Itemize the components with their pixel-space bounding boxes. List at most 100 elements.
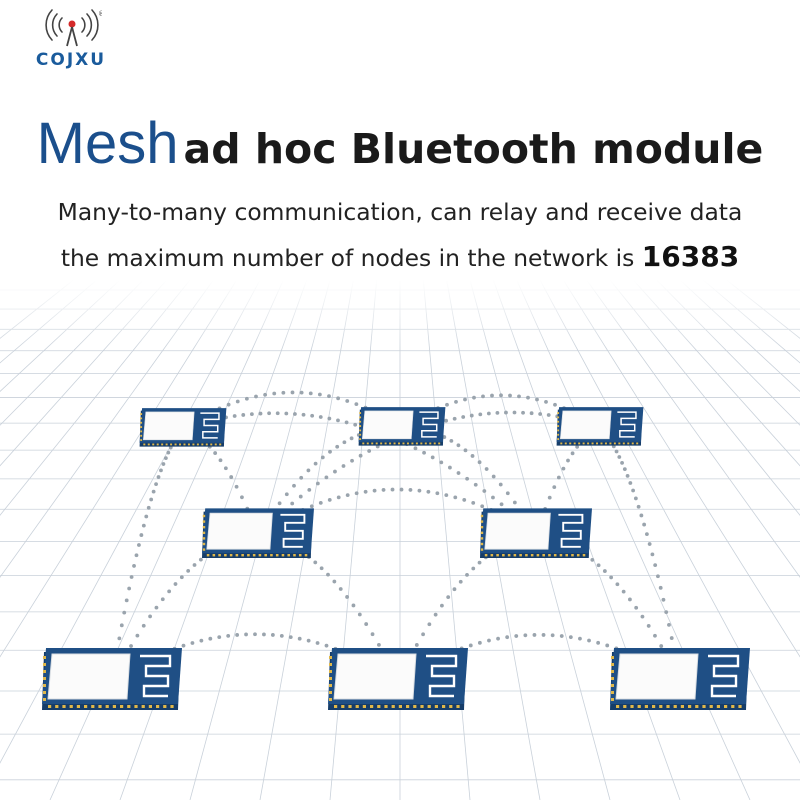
module-pad [411, 442, 414, 445]
link-dot [244, 632, 248, 637]
link-dot [293, 412, 297, 416]
module-pad [530, 554, 534, 557]
module-pad [141, 705, 145, 708]
link-dot [326, 572, 330, 577]
module-pad [355, 705, 359, 708]
link-dot [358, 453, 363, 458]
module-pad [48, 705, 52, 708]
link-dot [417, 488, 422, 493]
link-dot [135, 633, 140, 638]
link-dot [299, 475, 304, 480]
module-pad [571, 554, 574, 557]
link-dot [307, 488, 312, 492]
module-pad [140, 417, 143, 420]
module-pad [618, 442, 621, 445]
module-pad [112, 705, 116, 708]
antenna-icon [419, 411, 439, 438]
link-dot [647, 542, 652, 546]
module-pad [212, 554, 216, 557]
link-dot [262, 632, 266, 637]
link-dot [408, 488, 413, 492]
module-pad [449, 705, 453, 708]
link-dot [456, 471, 461, 475]
link-dot [132, 564, 136, 568]
bluetooth-modules [42, 407, 750, 710]
link-dot [435, 491, 440, 496]
link-dot [232, 414, 237, 418]
link-dot [154, 482, 158, 487]
link-dot [625, 473, 630, 478]
link-dot [559, 634, 564, 638]
link-dot [151, 489, 156, 494]
module-pad [636, 442, 639, 445]
module-pad [398, 705, 402, 708]
link-dot [478, 412, 483, 417]
link-dot [669, 636, 674, 640]
link-dot [134, 553, 139, 558]
module-pad [127, 705, 131, 708]
module-pad [738, 705, 742, 708]
link-dot [349, 436, 354, 441]
link-dot [328, 449, 332, 454]
bluetooth-module [139, 408, 227, 447]
bluetooth-module [556, 407, 644, 446]
link-dot [336, 495, 341, 500]
link-dot [318, 415, 323, 419]
module-pad [666, 705, 670, 708]
bluetooth-module [610, 648, 750, 710]
link-dot [146, 505, 151, 510]
link-dot [324, 475, 329, 480]
module-pad [329, 663, 332, 666]
module-pad [210, 443, 213, 446]
headline-highlight: Mesh [36, 111, 179, 176]
link-dot [263, 392, 268, 397]
link-dot [166, 450, 171, 455]
module-pad [377, 705, 381, 708]
link-dot [596, 563, 601, 568]
module-shield [142, 411, 195, 441]
link-dot [363, 489, 368, 494]
module-pad [147, 443, 150, 446]
module-pad [270, 554, 273, 557]
module-pad [490, 554, 494, 557]
link-dot [465, 476, 470, 481]
module-pad [427, 705, 431, 708]
module-pad [76, 705, 80, 708]
module-pad [163, 705, 167, 708]
module-pad [140, 413, 143, 415]
module-pad [502, 554, 505, 557]
link-dot [290, 501, 295, 506]
link-dot [353, 422, 358, 427]
module-pad [557, 425, 560, 427]
link-dot [639, 513, 644, 518]
link-dot [344, 420, 349, 425]
subtitle-line-1: Many-to-many communication, can relay an… [57, 198, 743, 226]
module-pad [630, 705, 634, 708]
link-dot [433, 612, 438, 617]
module-pad [434, 705, 438, 708]
module-pad [564, 442, 567, 445]
link-dot [512, 500, 517, 505]
link-dot [299, 390, 304, 395]
module-pad [406, 442, 409, 445]
link-dot [456, 443, 461, 448]
bluetooth-module [328, 648, 468, 710]
link-dot [640, 614, 645, 619]
perspective-grid [0, 280, 800, 800]
link-dot [614, 449, 619, 454]
module-pad [611, 656, 614, 659]
subtitle-line-2: the maximum number of nodes in the netwo… [0, 240, 800, 273]
link-dot [249, 412, 254, 417]
link-dot [546, 413, 551, 417]
brand-name: COJXU [35, 50, 107, 70]
link-dot [505, 491, 510, 496]
link-dot [354, 491, 359, 496]
link-dot [498, 482, 503, 487]
module-pad [229, 554, 233, 557]
module-pad [179, 443, 182, 446]
module-pad [611, 691, 614, 694]
link-dot [306, 468, 311, 473]
link-dot [650, 552, 655, 557]
link-dot [270, 633, 275, 637]
module-pad [413, 705, 417, 708]
